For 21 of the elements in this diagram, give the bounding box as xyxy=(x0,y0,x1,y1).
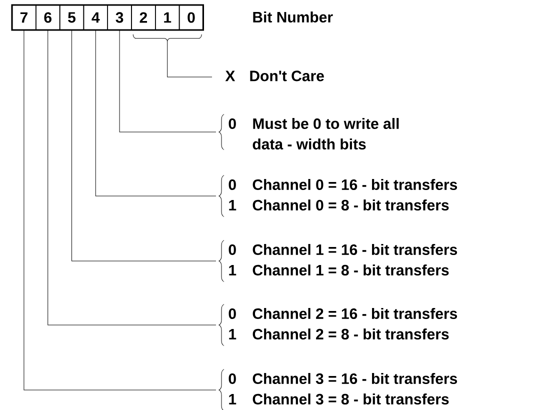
leader-line xyxy=(95,30,216,196)
header-label: Bit Number xyxy=(253,12,333,22)
bit-cell: 3 xyxy=(107,4,132,30)
bracketed-note: 0 Channel 3 = 16 - bit transfers 1 Channel 3 = 8 - bit transfers xyxy=(218,369,458,410)
bit-cell: 5 xyxy=(59,4,84,30)
bracketed-note: 0 Channel 1 = 16 - bit transfers 1 Channel 1 = 8 - bit transfers xyxy=(218,240,458,282)
leader-line xyxy=(119,30,216,132)
bit-cell: 4 xyxy=(83,4,108,30)
bit-cell: 2 xyxy=(131,4,156,30)
bracketed-note: 0 Channel 2 = 16 - bit transfers 1 Channel 2 = 8 - bit transfers xyxy=(218,304,458,346)
bit-cell: 6 xyxy=(36,4,60,30)
brace-leader xyxy=(132,34,212,78)
leader-line xyxy=(24,30,216,390)
bit-cell: 0 xyxy=(178,4,204,30)
node-label: 7 xyxy=(20,12,28,23)
leader-line xyxy=(72,30,216,262)
note-text: X Don't Care xyxy=(225,70,324,82)
bit-cell: 1 xyxy=(155,4,180,30)
leader-line xyxy=(48,30,216,326)
bracketed-note: 0 Channel 0 = 16 - bit transfers 1 Channel 0 = 8 - bit transfers xyxy=(218,175,458,217)
bracketed-note: 0 Must be 0 to write all data - width bits xyxy=(218,114,399,150)
